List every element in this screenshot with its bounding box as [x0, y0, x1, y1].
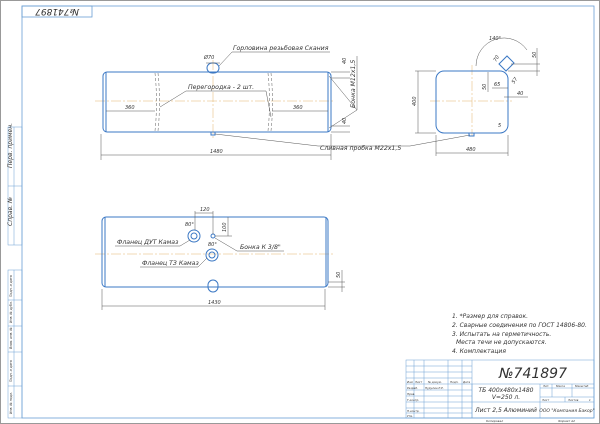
technical-notes: 1. *Размер для справок. 2. Сварные соеди…: [452, 313, 587, 355]
tb-row-tcontr: Т.контр.: [407, 398, 419, 402]
tb-col-scale: Масштаб: [575, 384, 589, 388]
tb-h-list: Лист: [414, 380, 422, 384]
tb-number: №741897: [498, 366, 567, 382]
tb-sheets: Листов: [567, 398, 579, 402]
front-view: Ø70 Горловина резьбовая Скания Перегород…: [95, 44, 471, 160]
dim-angle-a: 80°: [185, 222, 194, 228]
note-3: 3. Испытать на герметичность.: [452, 331, 551, 338]
dim-top-length: 1430: [208, 300, 221, 306]
dim-angle-b: 80°: [208, 242, 217, 248]
dim-d1: 50: [532, 52, 538, 58]
dim-d7: 5: [498, 123, 501, 129]
strip-cell-sign1: Подп. и дата: [9, 275, 13, 297]
note-3b: Места течи не допускаются.: [456, 339, 547, 346]
tb-row-dev: Разраб.: [407, 386, 418, 390]
dim-d4: 57: [511, 76, 520, 85]
tb-name-2: V=250 л.: [492, 394, 520, 401]
strip-cell-first-use: Перв. примен.: [7, 123, 14, 168]
partition-left: [154, 72, 160, 132]
dim-side-width: 480: [466, 147, 476, 153]
dim-d3: 65: [494, 82, 500, 88]
side-view: 400 480 140° 50 50 65 57 40 70 5: [412, 36, 540, 156]
label-flange-tz: Фланец ТЗ Камаз: [142, 260, 199, 267]
tb-col-mass: Масса: [556, 384, 565, 388]
boss-k: [210, 233, 216, 239]
label-boss: Бонка М12х1,5: [350, 60, 357, 108]
note-4: 4. Комплектация: [452, 348, 506, 355]
neck-top: [207, 279, 219, 293]
flange-tz: [205, 248, 219, 262]
flange-dut: [187, 229, 201, 243]
tb-copied: Копировал: [486, 419, 503, 423]
label-flange-dut: Фланец ДУТ Камаз: [117, 239, 179, 246]
title-block: Изм Лист № докум. Подп. Дата Разраб. Нур…: [405, 359, 595, 423]
tb-h-date: Дата: [462, 380, 471, 384]
label-boss-k: Бонка К 3/8": [240, 244, 281, 251]
tb-sheets-value: 1: [589, 398, 591, 402]
dim-boss-top: 40: [342, 58, 348, 64]
strip-cell-replace: Взам. инв. №: [9, 327, 13, 349]
dim-boss-bottom: 40: [342, 118, 348, 124]
tb-h-izm: Изм: [407, 380, 413, 384]
dim-right-partition: 360: [293, 105, 303, 111]
tb-h-sign: Подп.: [450, 380, 459, 384]
tb-material: Лист 2,5 Алюминий: [474, 407, 537, 414]
dim-offset: 120: [200, 207, 210, 213]
strip-cell-ref: Справ. №: [7, 197, 14, 226]
tank-body-top: [101, 216, 329, 288]
dim-angle: 140°: [489, 36, 502, 42]
dim-vertical: 100: [222, 222, 228, 232]
dim-left-partition: 360: [125, 105, 135, 111]
rotated-number: №741897: [35, 6, 80, 16]
tb-sheet: Лист: [541, 398, 549, 402]
tb-row-check: Пров.: [407, 392, 415, 396]
strip-cell-dup: Инв. № дубл.: [9, 301, 13, 323]
partition-right: [267, 72, 273, 132]
dim-front-length: 1480: [210, 149, 223, 155]
dim-right-offset: 50: [336, 272, 342, 278]
note-2: 2. Сварные соединения по ГОСТ 14806-80.: [452, 322, 587, 329]
tank-body-front: [102, 71, 332, 133]
label-neck: Горловина резьбовая Скания: [233, 44, 329, 52]
drawing-frame: [21, 5, 595, 419]
tb-h-doc: № докум.: [427, 380, 442, 384]
dim-side-height: 400: [412, 96, 418, 106]
tb-company: ООО "Компания Бакор": [539, 408, 594, 414]
tb-row-approve: Утв.: [407, 414, 413, 418]
dim-d6: 70: [493, 54, 501, 63]
drain-plug: [210, 131, 216, 136]
rotated-number-box: №741897: [21, 5, 93, 18]
label-drain: Сливная пробка М22х1,5: [320, 144, 401, 152]
top-view: 120 100 80° 80° Фланец ДУТ Камаз Фланец …: [95, 207, 345, 310]
tb-col-lit: Лит.: [542, 384, 550, 388]
dim-d5: 40: [517, 91, 523, 97]
tb-format: Формат А2: [558, 419, 575, 423]
angle-arc: [475, 37, 528, 67]
side-strip: Перв. примен. Справ. № Подп. и дата Инв.…: [7, 123, 23, 419]
strip-cell-orig: Инв. № подл.: [9, 392, 13, 414]
label-partition: Перегородка - 2 шт.: [188, 84, 254, 91]
dim-d2: 50: [482, 84, 488, 90]
dim-neck-dia: Ø70: [203, 54, 214, 61]
strip-cell-sign2: Подп. и дата: [9, 360, 13, 382]
corner-boss: [498, 55, 515, 72]
tb-row-dev-name: Нурулин Р.Р.: [425, 386, 444, 390]
tb-name-1: ТБ 400х480х1480: [479, 387, 534, 394]
tb-row-ncontr: Н.контр.: [407, 409, 420, 413]
note-1: 1. *Размер для справок.: [452, 313, 528, 320]
